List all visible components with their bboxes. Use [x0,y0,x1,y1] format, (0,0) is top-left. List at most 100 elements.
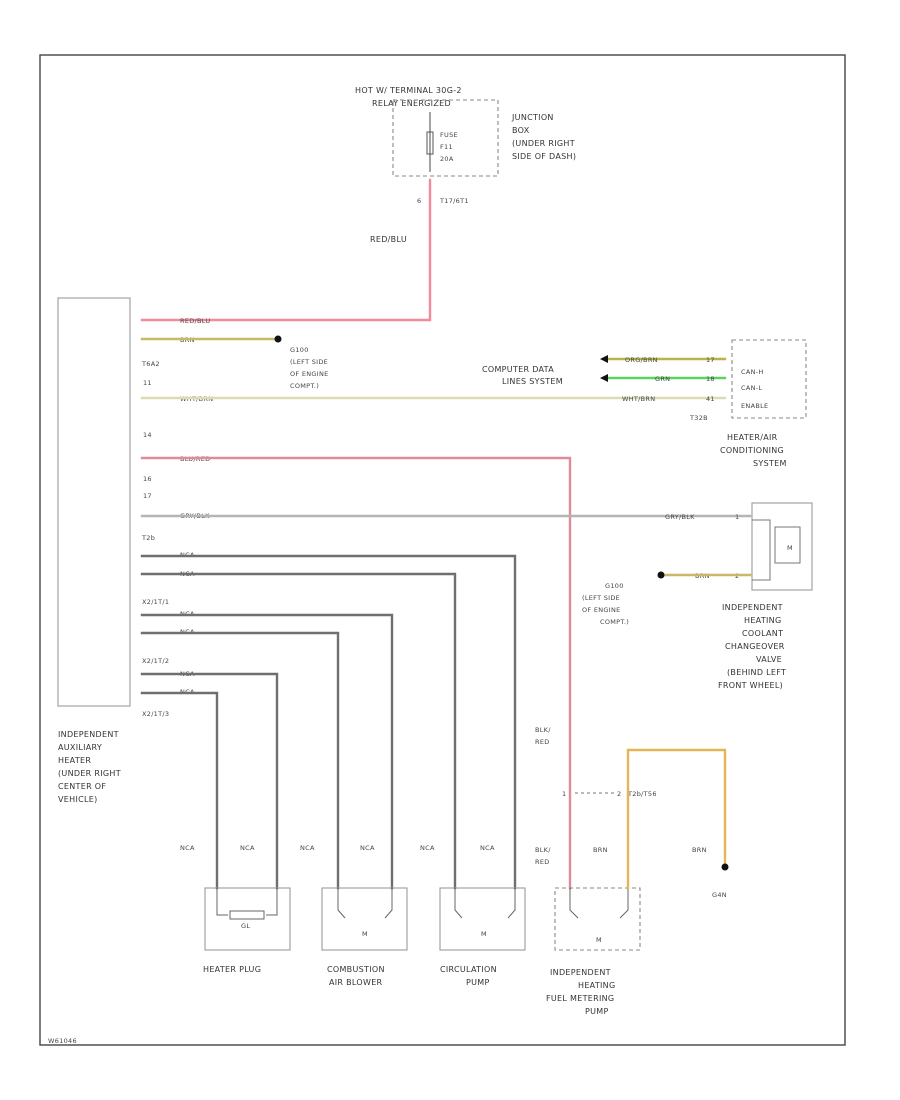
module-name-line2: AUXILIARY [58,743,102,752]
junction-wire-label: RED/BLU [370,235,407,244]
connector-x1: X2/1T/1 [142,598,169,606]
junction-name-line1: JUNCTION [511,113,554,122]
wire-org-brn-label: ORG/BRN [625,356,658,364]
valve-name: INDEPENDENT HEATING COOLANT CHANGEOVER V… [718,603,786,690]
heater-module-box [57,297,131,707]
blower-box [321,887,408,951]
wire-nca-5 [140,672,279,890]
ground-g100-line2: OF ENGINE [290,370,329,378]
wire-grn-label: GRN [655,375,670,383]
hvac-box [731,339,807,419]
junction-header-line2: RELAY ENERGIZED [372,99,451,108]
heater-plug-element [229,910,265,920]
module-labels: RED/BLU BRN T6A2 11 14 16 17 T2b X2/1T/1… [141,317,213,718]
hvac-inner-2: CAN-L [741,384,762,392]
nca-bottom-1: NCA [180,844,195,852]
fuel-pump-name: INDEPENDENT HEATING FUEL METERING PUMP [546,968,615,1016]
fuel-conn-left: 1 [562,790,566,798]
hvac-name-3: SYSTEM [753,459,787,468]
fuel-pump-leads [569,888,629,919]
ground-g100-label: G100 (LEFT SIDE OF ENGINE COMPT.) [290,346,329,390]
wire-fuel-brn [626,748,727,890]
fuse-number: F11 [440,143,453,151]
pump-box [439,887,526,951]
ground-g100-line3: COMPT.) [290,382,319,390]
hvac-pin-1: 17 [706,356,715,364]
hvac-name-2: CONDITIONING [720,446,784,455]
valve-ground-line3: COMPT.) [600,618,629,626]
fuel-pump-symbol: M [596,936,602,944]
fuel-brn-label-2: BRN [692,846,707,854]
heater-plug-box [204,887,291,951]
wire-nca-2 [140,572,457,890]
blower-symbol: M [362,930,368,938]
ground-g100-name: G100 [290,346,309,354]
pin-11: 11 [143,379,152,387]
valve-ground-label: G100 (LEFT SIDE OF ENGINE COMPT.) [582,582,629,626]
hvac-pin-3: 41 [706,395,715,403]
valve-wire-1: GRY/BLK [665,513,695,521]
fuel-pump-name-4: PUMP [585,1007,609,1016]
heater-module-name: INDEPENDENT AUXILIARY HEATER (UNDER RIGH… [58,730,121,804]
valve-name-3: COOLANT [742,629,783,638]
label-red-blu: RED/BLU [180,317,210,325]
valve-name-2: HEATING [744,616,781,625]
blower-label-1: COMBUSTION [327,965,385,974]
module-name-line3: HEATER [58,756,91,765]
valve-name-7: FRONT WHEEL) [718,681,783,690]
module-name-line6: VEHICLE) [58,795,98,804]
data-bus-label-2: LINES SYSTEM [502,377,563,386]
nca-bottom-6: NCA [480,844,495,852]
valve-box [751,502,813,591]
pump-symbol: M [481,930,487,938]
junction-name-line3: (UNDER RIGHT [512,139,575,148]
hvac-inner-3: ENABLE [741,402,768,410]
valve-name-1: INDEPENDENT [722,603,783,612]
arrow-left-2 [600,374,608,382]
fuel-wire-label-2b: RED [535,858,550,866]
module-name-line1: INDEPENDENT [58,730,119,739]
nca-bottom-4: NCA [360,844,375,852]
fuel-wire-label-1b: RED [535,738,550,746]
connector-t2b: T2b [141,534,155,542]
valve-name-4: CHANGEOVER [725,642,785,651]
junction-pin: 6 [417,197,421,205]
pump-label-2: PUMP [466,978,490,987]
valve-ground-dot [657,571,665,579]
ground-g100-dot [274,335,282,343]
hvac-inner-1: CAN-H [741,368,764,376]
nca-labels: NCA NCA NCA NCA NCA NCA [180,844,495,852]
module-connector: T6A2 [141,360,160,368]
diagram-frame [39,54,846,1046]
wire-red-blu [140,178,432,322]
pump-label-1: CIRCULATION [440,965,497,974]
fuse-symbol [426,131,434,155]
g4n-ground-dot [721,863,729,871]
valve-ground-name: G100 [605,582,624,590]
heater-plug-symbol: GL [241,922,250,930]
hvac-pin-2: 18 [706,375,715,383]
pin-17: 17 [143,492,152,500]
pump-leads [454,888,516,919]
blower-leads [337,888,393,919]
heater-plug-leads [216,888,278,916]
ground-g100-line1: (LEFT SIDE [290,358,328,366]
fuel-pump-box [554,887,641,951]
blower-label-2: AIR BLOWER [329,978,383,987]
wire-nca-3 [140,613,394,890]
nca-bottom-2: NCA [240,844,255,852]
junction-connector: T17/6T1 [439,197,469,205]
arrow-left-1 [600,355,608,363]
module-name-line5: CENTER OF [58,782,106,791]
junction-name-line2: BOX [512,126,530,135]
wire-wht-brn-label-right: WHT/BRN [622,395,655,403]
fuel-brn-label-1: BRN [593,846,608,854]
junction-header-line1: HOT W/ TERMINAL 30G-2 [355,86,462,95]
wire-nca-4 [140,631,340,890]
wire-nca-6 [140,691,219,890]
valve-coil [774,526,801,564]
hvac-name-1: HEATER/AIR [727,433,778,442]
valve-labels: GRY/BLK BRN 1 2 [665,513,739,580]
pin-14: 14 [143,431,152,439]
